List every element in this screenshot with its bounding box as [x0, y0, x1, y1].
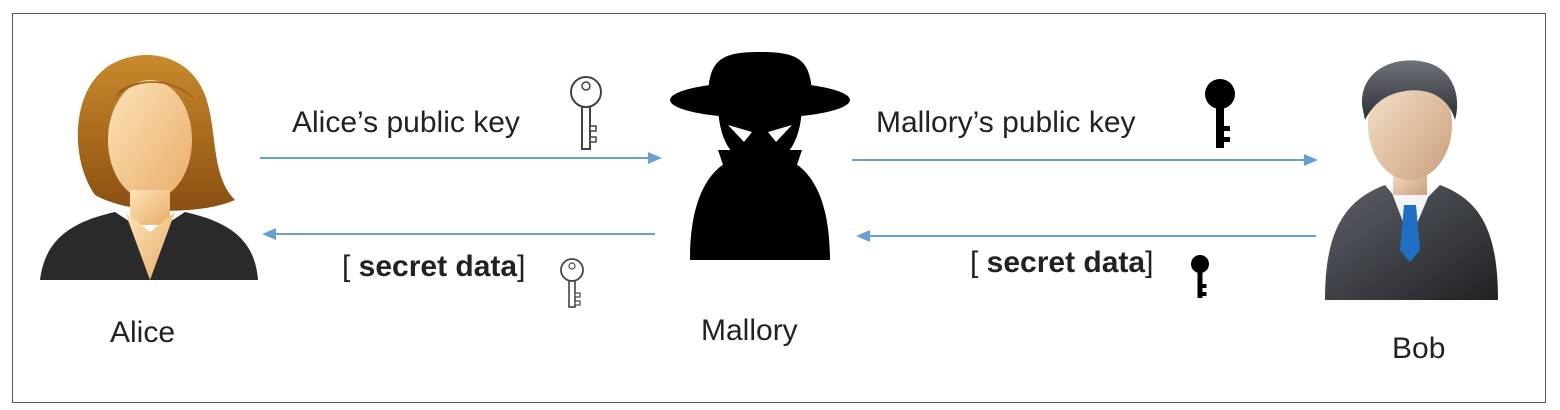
- bracket-close: ]: [1145, 246, 1154, 279]
- alice-label: Alice: [110, 316, 176, 349]
- diagram-frame: [12, 13, 1546, 403]
- bob-label: Bob: [1392, 332, 1446, 365]
- white-key-icon: [570, 76, 602, 150]
- bracket-open: [: [342, 250, 359, 283]
- bob-avatar-icon: [1325, 60, 1498, 300]
- secret-data-label: secret data: [358, 250, 518, 283]
- alice-avatar-icon: [40, 55, 258, 280]
- bracket-open: [: [970, 246, 987, 279]
- bracket-close: ]: [517, 250, 526, 283]
- message-mallory-public-key: Mallory’s public key: [876, 106, 1136, 139]
- secret-data-label: secret data: [986, 246, 1146, 279]
- message-secret-data-from-bob: [ secret data]: [970, 246, 1153, 280]
- message-alice-public-key: Alice’s public key: [292, 106, 520, 139]
- black-key-icon: [1205, 79, 1235, 148]
- mallory-spy-icon: [670, 52, 850, 260]
- arrow-alice-to-mallory: [260, 152, 662, 164]
- arrow-mallory-to-alice: [262, 228, 655, 240]
- white-key-small-icon: [560, 258, 584, 308]
- arrow-bob-to-mallory: [856, 230, 1316, 242]
- message-secret-data-to-alice: [ secret data]: [342, 250, 525, 284]
- black-key-small-icon: [1191, 255, 1209, 298]
- arrow-mallory-to-bob: [852, 154, 1318, 166]
- mallory-label: Mallory: [701, 314, 798, 347]
